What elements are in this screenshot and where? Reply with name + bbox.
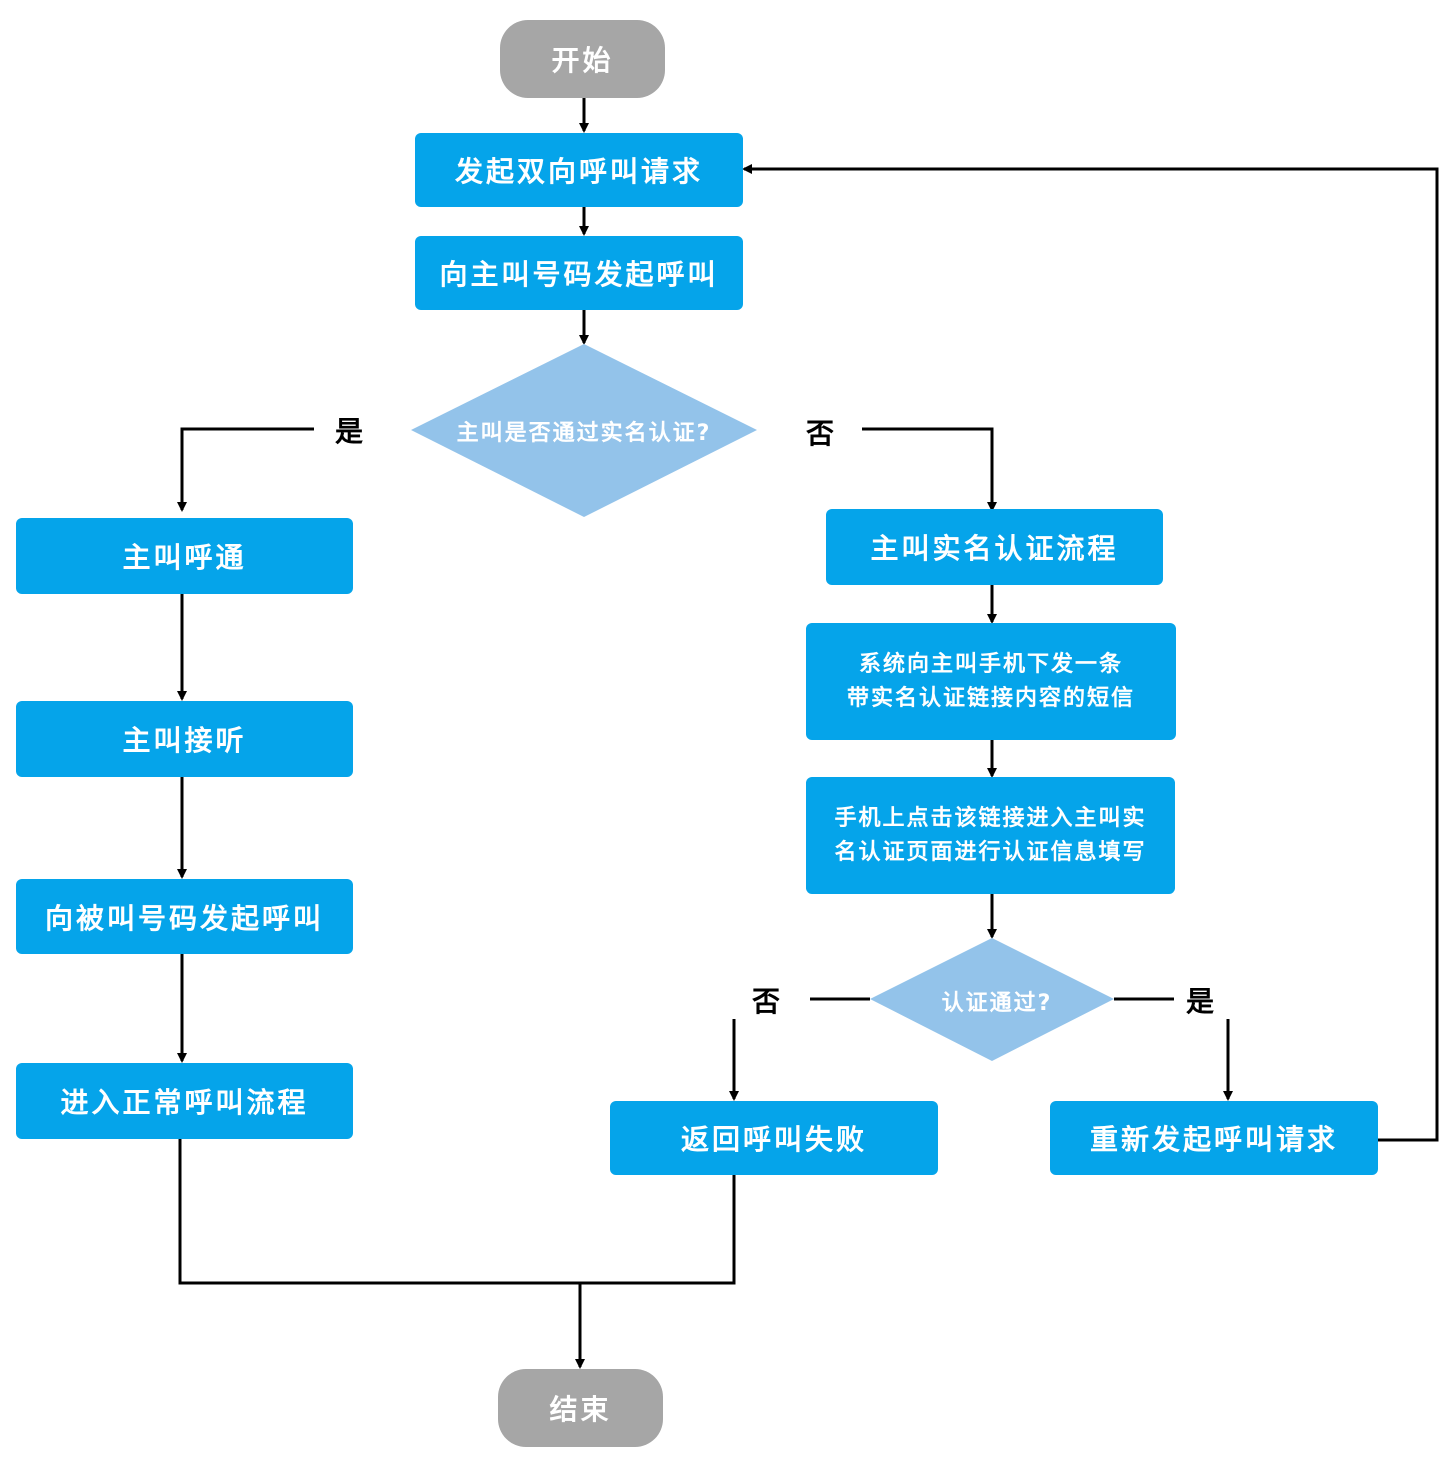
- sms-line-1: 系统向主叫手机下发一条: [858, 651, 1123, 677]
- caller-connected-node: 主叫呼通: [16, 518, 353, 594]
- verification-flow-node: 主叫实名认证流程: [826, 509, 1163, 585]
- decision-verified-shape: [411, 344, 757, 517]
- sms-node: 系统向主叫手机下发一条 带实名认证链接内容的短信: [806, 623, 1176, 740]
- return-failure-node: 返回呼叫失败: [610, 1101, 938, 1175]
- call-caller-node: 向主叫号码发起呼叫: [415, 236, 743, 310]
- fill-line-2: 名认证页面进行认证信息填写: [834, 839, 1147, 865]
- reinitiate-node: 重新发起呼叫请求: [1050, 1101, 1378, 1175]
- normal-flow-node: 进入正常呼叫流程: [16, 1063, 353, 1139]
- fill-info-node: 手机上点击该链接进入主叫实 名认证页面进行认证信息填写: [806, 777, 1175, 894]
- connector-normal-to-merge: [178, 1139, 736, 1285]
- initiate-request-node: 发起双向呼叫请求: [415, 133, 743, 207]
- branch-no-label-2: 否: [752, 985, 781, 1018]
- fill-line-1: 手机上点击该链接进入主叫实: [834, 805, 1147, 831]
- sms-line-2: 带实名认证链接内容的短信: [846, 685, 1135, 711]
- caller-answers-node: 主叫接听: [16, 701, 353, 777]
- connector-reinitiate-loop: [742, 164, 1439, 1142]
- connector-yes-branch: [177, 427, 314, 512]
- call-callee-node: 向被叫号码发起呼叫: [16, 879, 353, 954]
- decision-passed-label: 认证通过?: [941, 991, 1053, 1016]
- decision-passed-shape: [870, 938, 1114, 1061]
- branch-yes-label-2: 是: [1186, 985, 1215, 1018]
- connector-no-branch: [862, 427, 997, 512]
- branch-no-label: 否: [806, 417, 835, 450]
- start-node: 开始: [500, 20, 665, 98]
- decision-verified-label: 主叫是否通过实名认证?: [456, 421, 712, 446]
- branch-yes-label: 是: [335, 415, 364, 448]
- end-node: 结束: [498, 1369, 663, 1447]
